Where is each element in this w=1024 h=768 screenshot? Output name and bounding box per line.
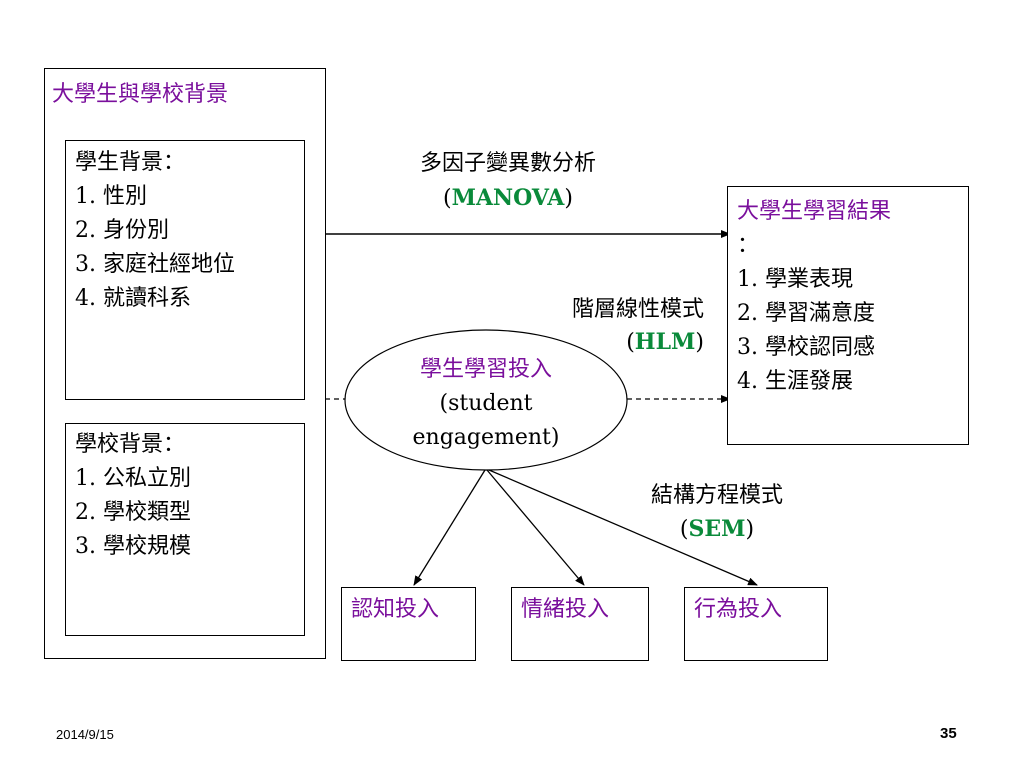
arrow-to-cognitive <box>413 469 486 586</box>
student-background-item: 4. 就讀科系 <box>75 286 191 311</box>
emotional-engagement-box <box>511 587 649 661</box>
school-background-title: 學校背景： <box>75 432 186 457</box>
engagement-line1: (student <box>439 391 533 416</box>
footer-date: 2014/9/15 <box>56 727 114 742</box>
sem-label: 結構方程模式 <box>650 483 783 508</box>
page-number: 35 <box>940 725 957 742</box>
sem-abbr-text: SEM <box>688 516 746 542</box>
school-background-box <box>65 423 305 636</box>
manova-label: 多因子變異數分析 <box>419 151 596 176</box>
hlm-paren-open: ( <box>626 330 635 355</box>
engagement-line2: engagement) <box>412 425 560 450</box>
outcome-colon: ： <box>737 233 760 258</box>
outcome-item: 3. 學校認同感 <box>737 335 875 360</box>
hlm-label: 階層線性模式 <box>571 297 704 322</box>
arrow-to-emotional <box>486 469 585 586</box>
manova-paren-open: ( <box>443 186 452 211</box>
sem-abbr: (SEM) <box>612 512 822 547</box>
emotional-engagement-label: 情緒投入 <box>521 597 610 622</box>
student-background-item: 1. 性別 <box>75 184 147 209</box>
arrow-to-behavioral <box>488 469 758 586</box>
engagement-ellipse <box>344 329 628 471</box>
cognitive-engagement-box <box>341 587 476 661</box>
hlm-abbr: (HLM) <box>626 325 704 360</box>
outcome-box <box>727 186 969 445</box>
outcome-item: 2. 學習滿意度 <box>737 301 875 326</box>
school-background-item: 2. 學校類型 <box>75 500 191 525</box>
engagement-title: 學生學習投入 <box>419 357 552 382</box>
cognitive-engagement-label: 認知投入 <box>351 597 440 622</box>
student-background-box <box>65 140 305 400</box>
school-background-item: 1. 公私立別 <box>75 466 191 491</box>
school-background-item: 3. 學校規模 <box>75 534 191 559</box>
student-background-item: 3. 家庭社經地位 <box>75 252 235 277</box>
outcome-title: 大學生學習結果 <box>737 199 892 224</box>
hlm-paren-close: ) <box>695 330 704 355</box>
student-background-title: 學生背景： <box>75 150 186 175</box>
behavioral-engagement-label: 行為投入 <box>694 597 783 622</box>
manova-paren-close: ) <box>564 186 573 211</box>
background-outer-title: 大學生與學校背景 <box>52 82 229 107</box>
manova-abbr-text: MANOVA <box>451 185 565 211</box>
outcome-item: 4. 生涯發展 <box>737 369 853 394</box>
sem-paren-open: ( <box>679 517 689 542</box>
manova-abbr: (MANOVA) <box>390 181 626 216</box>
outcome-item: 1. 學業表現 <box>737 267 853 292</box>
student-background-item: 2. 身份別 <box>75 218 169 243</box>
hlm-abbr-text: HLM <box>634 329 696 355</box>
sem-paren-close: ) <box>745 517 755 542</box>
behavioral-engagement-box <box>684 587 828 661</box>
